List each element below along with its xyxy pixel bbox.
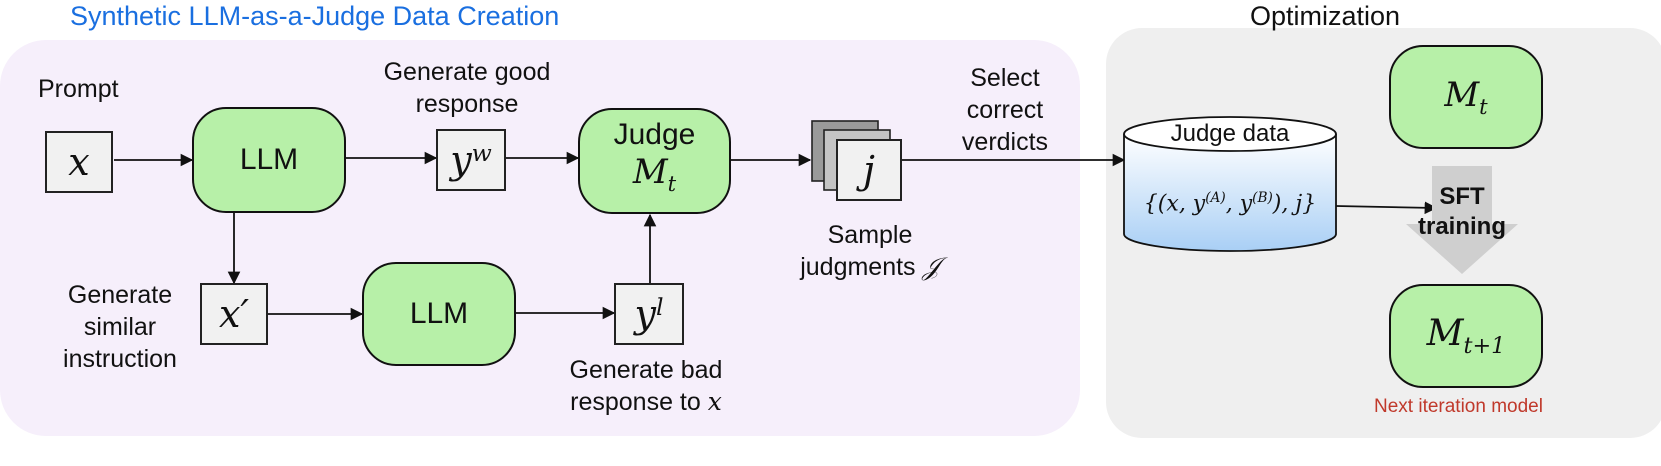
prompt-label: Prompt	[38, 75, 119, 103]
prompt-x-box: x	[45, 131, 113, 193]
current-model-mt: Mt	[1389, 45, 1543, 149]
judgment-j-box: j	[836, 139, 902, 201]
judge-model-node: Judge Mt	[578, 108, 731, 214]
generate-bad-label: Generate bad response to x	[569, 356, 723, 416]
synthetic-data-panel	[0, 40, 1080, 436]
sft-block-arrow	[1406, 166, 1518, 274]
next-model-mt1: Mt+1	[1389, 284, 1543, 388]
llm-model-node-2: LLM	[362, 262, 516, 366]
next-iteration-label: Next iteration model	[1374, 396, 1543, 417]
arrow-judgedata-to-sft	[1335, 201, 1438, 215]
judge-data-formula: {(x, y(A), y(B)), j}	[1143, 190, 1317, 217]
left-panel-title: Synthetic LLM-as-a-Judge Data Creation	[70, 1, 560, 31]
right-panel-title: Optimization	[1250, 1, 1401, 31]
sample-judgments-label: Sample judgments 𝒥	[800, 221, 940, 281]
judge-data-cylinder	[1123, 116, 1337, 252]
llm-model-node: LLM	[192, 107, 346, 213]
similar-instruction-box: x′	[200, 283, 268, 345]
judge-data-title: Judge data	[1170, 120, 1290, 147]
